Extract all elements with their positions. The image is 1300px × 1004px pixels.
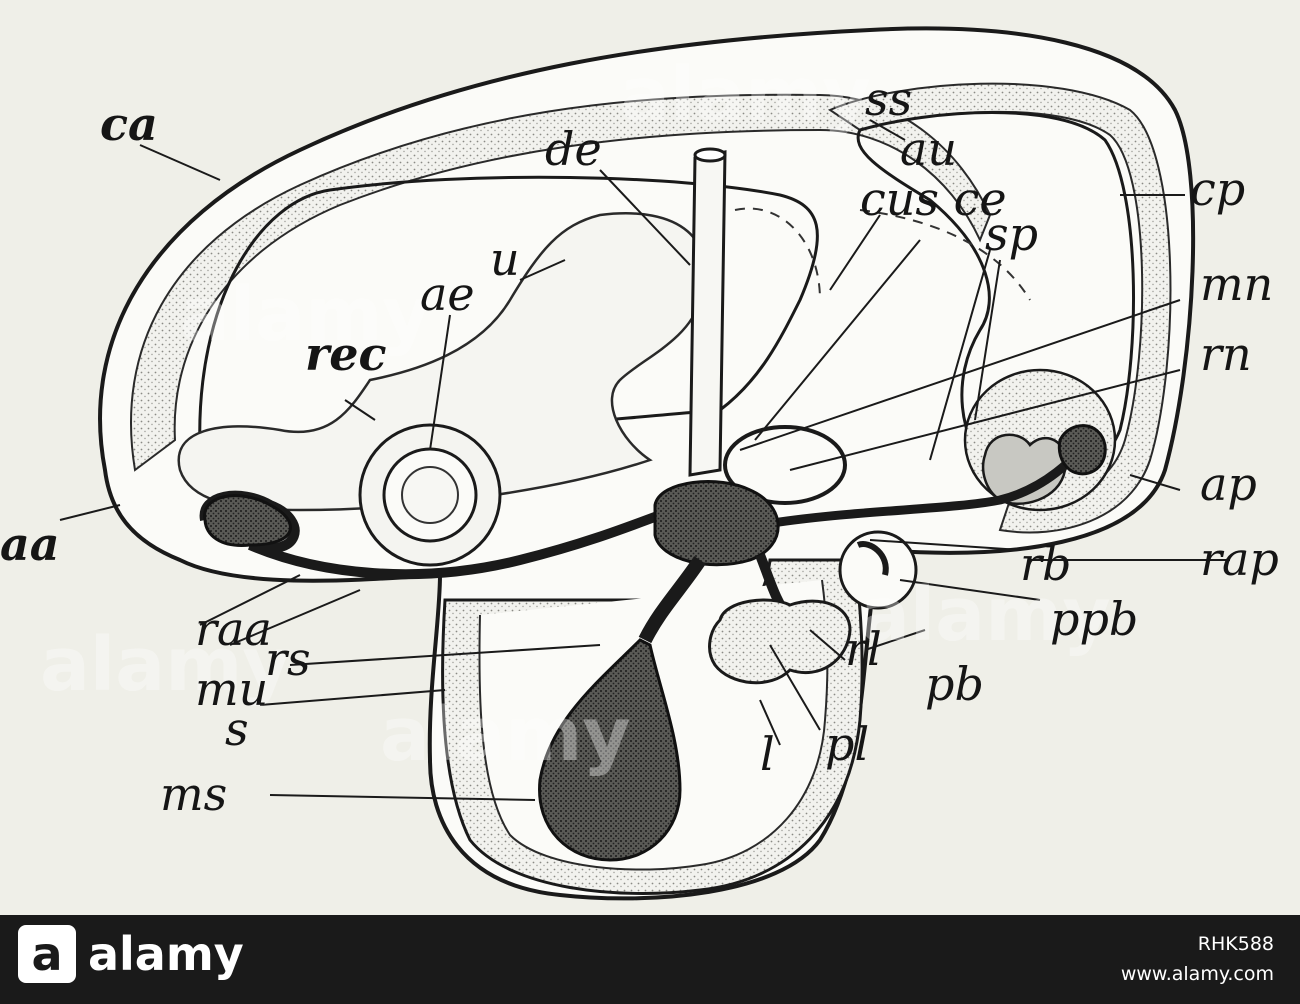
label-ap: ap [1200,457,1257,511]
vestibular-ganglion [653,480,780,567]
label-s: s [225,702,249,756]
saccular-recess [723,425,847,505]
papilla-lagenae [708,598,852,685]
outer-labyrinth [98,26,1196,901]
inner-ear-diagram: alamy alamy alamy alamy alamy ca de u ss… [0,26,1279,901]
label-de: de [545,122,602,176]
label-ae: ae [420,267,475,321]
label-ppb: ppb [1050,592,1138,646]
watermark-text: alamy [180,272,431,358]
label-mn: mn [1200,257,1273,311]
label-mu: mu [195,662,268,716]
label-rn: rn [1200,327,1252,381]
endolymphatic-duct [688,150,727,477]
label-ss: ss [865,72,912,126]
basilar-nerve [856,541,889,576]
label-rb: rb [1020,537,1071,591]
label-cp: cp [1190,162,1245,216]
label-pl: pl [825,717,869,771]
anterior-crista [203,494,292,547]
watermark-text: alamy [860,572,1111,658]
duct-opening [693,147,727,163]
watermark-text: alamy [620,52,871,138]
label-cusce: cus ce [860,172,1007,226]
label-l: l [760,727,775,781]
watermark-text: alamy [380,692,631,778]
label-rs: rs [265,632,311,686]
saccular-nerve [638,556,706,644]
papilla-basilaris [838,530,918,610]
common-crus [734,207,1031,301]
label-ms: ms [160,767,227,821]
label-rl: rl [845,622,882,676]
image-id: RHK588 [1197,933,1274,955]
watermark-text: alamy [40,622,291,708]
alamy-logo-badge: a [18,925,76,983]
label-sp: sp [985,207,1038,261]
label-pb: pb [925,657,984,711]
label-rap: rap [1200,532,1279,586]
label-ca: ca [100,97,158,151]
diagram-figure: alamy alamy alamy alamy alamy ca de u ss… [0,0,1300,915]
macula-sacculi [538,638,682,862]
stock-meta: RHK588 www.alamy.com [1121,929,1274,989]
site-url: www.alamy.com [1120,963,1274,985]
stock-footer-bar: a alamy RHK588 www.alamy.com [0,915,1300,1004]
posterior-crista-dark [1057,424,1107,476]
label-au: au [900,122,957,176]
label-aa: aa [0,517,60,571]
label-raa: raa [195,602,272,656]
label-u: u [490,232,520,286]
anterior-ampulla-core [401,466,459,524]
alamy-logo-word: alamy [88,927,244,981]
label-rec: rec [305,327,387,381]
leader-lines [59,119,1230,801]
